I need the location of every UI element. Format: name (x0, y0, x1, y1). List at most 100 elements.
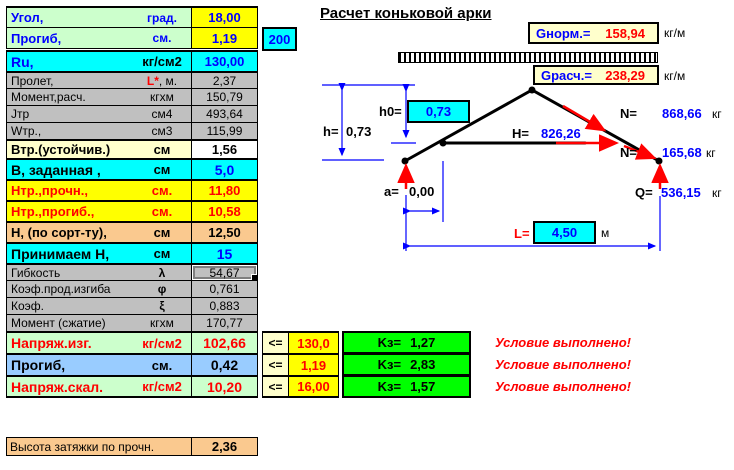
L-input-cell[interactable]: 4,50 (533, 221, 596, 244)
row-value[interactable]: 0,883 (191, 297, 258, 315)
row-name: Ru, (11, 53, 34, 70)
check-value[interactable]: 10,20 (191, 375, 258, 398)
row-value[interactable]: 12,50 (191, 221, 258, 243)
row-value[interactable]: 1,19 (191, 27, 258, 49)
row-value[interactable]: 0,761 (191, 280, 258, 298)
N2-label: N= (620, 145, 637, 160)
dimension-lines (322, 82, 661, 251)
h0-input-cell[interactable]: 0,73 (407, 100, 470, 123)
status-text: Условие выполнено! (495, 331, 631, 354)
row-value[interactable]: 150,79 (191, 88, 258, 106)
row-label: В, заданная ,см (6, 158, 192, 180)
cmp-text: <= (268, 379, 283, 394)
row-label: Принимаем Н,см (6, 242, 192, 264)
row-name: Коэф. (11, 299, 44, 313)
check-value[interactable]: 0,42 (191, 353, 258, 376)
row-value-text: 1,56 (211, 142, 238, 157)
row-unit: см (133, 162, 191, 177)
check-unit-text: кг/см2 (142, 379, 182, 394)
row-value[interactable]: 130,00 (191, 50, 258, 72)
cmp-text: <= (268, 358, 283, 372)
cmp-text: <= (268, 336, 283, 350)
N1-unit: кг (712, 107, 722, 121)
row-value-text: 115,99 (206, 124, 243, 138)
check-value-text: 102,66 (203, 335, 246, 351)
row-value-text: 12,50 (208, 225, 241, 240)
H-label: H= (512, 126, 529, 141)
g-calc-unit: кг/м (664, 69, 686, 83)
row-unit: см. (133, 31, 191, 45)
row-value[interactable]: 2,37 (191, 71, 258, 89)
limit-value[interactable]: 130,0 (288, 331, 339, 354)
check-value[interactable]: 102,66 (191, 331, 258, 354)
row-unit-text: см (153, 246, 171, 261)
status-text: Условие выполнено! (495, 375, 631, 398)
N2-unit: кг (706, 146, 716, 160)
L-label: L= (514, 226, 530, 241)
row-unit-text: град. (147, 10, 177, 25)
row-value[interactable]: 170,77 (191, 314, 258, 332)
row-value[interactable]: 11,80 (191, 179, 258, 201)
row-unit-text: см. (151, 204, 173, 219)
row-unit-text: см4 (151, 107, 173, 121)
row-label: Пролет,L*, м. (6, 71, 192, 89)
row-unit-text: φ (157, 282, 167, 296)
row-value[interactable]: 18,00 (191, 6, 258, 28)
row-name: Момент,расч. (11, 90, 86, 104)
row-label: Wтр.,см3 (6, 122, 192, 140)
row-label: Нтр.,прочн.,см. (6, 179, 192, 201)
h0-label: h0= (379, 104, 402, 119)
limit-value[interactable]: 1,19 (288, 353, 339, 376)
table-row: В, заданная ,см 5,0 (6, 158, 631, 180)
footer-value[interactable]: 2,36 (191, 437, 258, 456)
row-name: Гибкость (11, 265, 61, 280)
row-value[interactable]: 15 (191, 242, 258, 264)
row-unit: кгхм (133, 90, 191, 104)
check-value-text: 0,42 (210, 357, 239, 373)
row-value[interactable]: 1,56 (191, 139, 258, 159)
row-unit: град. (133, 11, 191, 25)
row-value[interactable]: 54,67 (191, 263, 258, 281)
row-value-text: 11,80 (208, 183, 241, 198)
row-unit-text: см (153, 225, 171, 240)
row-value-text: 0,761 (209, 282, 240, 296)
g-calc-cell: Gрасч.= 238,29 (533, 65, 659, 85)
page-title: Расчет коньковой арки (320, 5, 492, 22)
row-value[interactable]: 115,99 (191, 122, 258, 140)
limit-ratio-cell[interactable]: 200 (262, 27, 297, 51)
check-unit-text: см. (151, 357, 173, 373)
H-value: 826,26 (541, 126, 581, 141)
footer-label: Высота затяжки по прочн. (6, 437, 192, 456)
check-unit: кг/см2 (133, 379, 191, 394)
g-calc-value: 238,29 (605, 67, 645, 83)
kz-value: 1,57 (410, 379, 436, 394)
kz-value: 2,83 (410, 357, 436, 372)
row-value[interactable]: 5,0 (191, 158, 258, 180)
row-unit: кг/см2 (133, 54, 191, 69)
row-value[interactable]: 10,58 (191, 200, 258, 222)
safety-factor-cell: Kз=1,27 (342, 331, 471, 354)
row-unit: см. (133, 204, 191, 219)
check-name: Напряж.изг. (11, 335, 92, 351)
row-unit: L*, м. (133, 74, 191, 88)
row-label: Ru, кг/см2 (6, 50, 192, 72)
row-unit-text: кгхм (150, 90, 174, 104)
row-value-text: 5,0 (214, 161, 235, 178)
row-unit: см (133, 142, 191, 157)
row-name: Нтр.,прогиб., (11, 204, 95, 219)
row-unit: кгхм (133, 316, 191, 330)
row-name: Н, (по сорт-ту), (11, 225, 107, 240)
row-name: Нтр.,прочн., (11, 183, 88, 198)
limit-value[interactable]: 16,00 (288, 375, 339, 398)
row-value[interactable]: 493,64 (191, 105, 258, 123)
row-label: Угол,град. (6, 6, 192, 28)
